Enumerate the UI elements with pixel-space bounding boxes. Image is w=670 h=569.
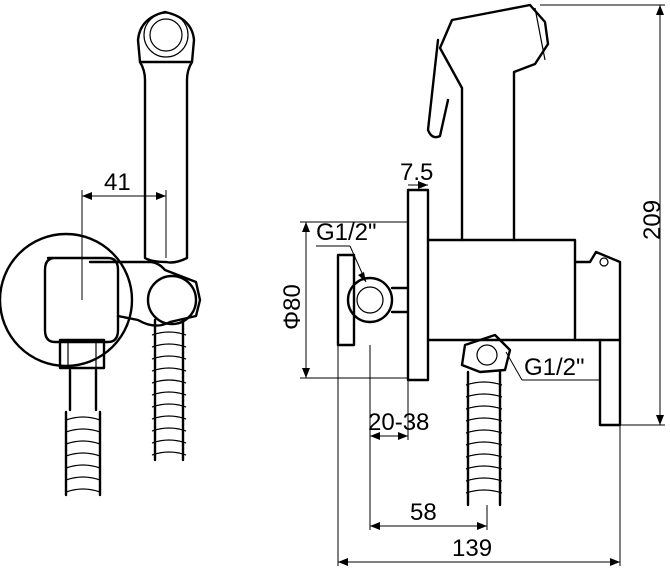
inlet-fitting	[346, 276, 394, 324]
dim-7-5-label: 7.5	[400, 159, 433, 186]
phi80-arrow-a	[302, 222, 310, 232]
valve-nut	[58, 338, 106, 370]
phi80-arrow-b	[302, 368, 310, 378]
side-outlet-nut	[460, 333, 512, 374]
holder-ring	[146, 274, 198, 326]
dim-g12-right-label: G1/2"	[524, 354, 585, 381]
inlet-fitting-inner	[356, 286, 384, 314]
dim-g12-top-label: G1/2"	[316, 219, 377, 246]
dim-41-label: 41	[104, 169, 131, 196]
holder-bracket	[88, 260, 202, 327]
valve-body	[43, 256, 120, 344]
wall-flange	[0, 232, 134, 368]
pipe-bracket	[336, 253, 356, 347]
side-outlet-inner	[476, 344, 498, 366]
dim-20-38-label: 20-38	[368, 409, 429, 436]
shower-head-inner	[149, 18, 183, 52]
dim-209-arrow-b	[656, 415, 664, 425]
dim-139-arrow-a	[338, 558, 348, 566]
side-handle	[573, 250, 622, 342]
wall-plate	[406, 188, 430, 382]
dim-58-arrow-a	[370, 522, 380, 530]
side-hand-shower	[438, 3, 550, 242]
dim-7-5-arrow	[418, 181, 428, 189]
dim-139-label: 139	[452, 535, 492, 562]
dim-58-label: 58	[410, 499, 437, 526]
side-valve-body	[426, 238, 577, 342]
dim-209-arrow-a	[656, 5, 664, 15]
dim-20-38-arrow-a	[370, 432, 380, 440]
dim-20-38-arrow-b	[398, 432, 408, 440]
shower-head-face	[143, 12, 189, 58]
dim-58-arrow-b	[477, 522, 487, 530]
dim-41-arrow-a	[82, 192, 92, 200]
side-lever	[598, 338, 622, 427]
handle-screw	[599, 257, 609, 267]
side-hose-coils	[465, 381, 503, 494]
side-trigger	[426, 38, 450, 139]
hose-left	[64, 368, 102, 497]
dim-209-label: 209	[639, 200, 666, 240]
dim-41-arrow-b	[156, 192, 166, 200]
dim-phi80-label: Φ80	[279, 284, 306, 330]
side-hose-walls	[466, 370, 502, 507]
shower-grip-line	[534, 7, 546, 61]
inlet-pipe	[390, 286, 410, 314]
side-view: 7.5 G1/2" Φ80 209 G1/2" 20-38	[279, 3, 666, 566]
g12-right-leader	[505, 351, 523, 381]
dim-139-arrow-b	[610, 558, 620, 566]
front-view: 41	[0, 10, 202, 497]
hose-right	[151, 318, 187, 462]
g12-top-arrow	[358, 272, 366, 282]
